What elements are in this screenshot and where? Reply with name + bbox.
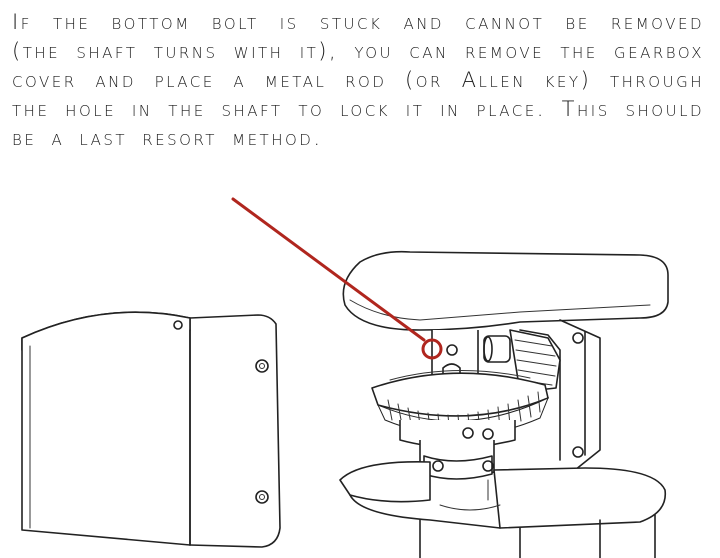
cover-screw-icon bbox=[255, 490, 269, 504]
collar-screw-icon bbox=[432, 460, 444, 472]
cover-screw-hole-icon bbox=[173, 320, 183, 330]
callout-ring-icon bbox=[421, 338, 443, 360]
collar-hub bbox=[399, 420, 516, 501]
upper-arm-housing bbox=[342, 250, 669, 331]
collar-screw-icon bbox=[482, 460, 494, 472]
gearbox-illustration bbox=[0, 185, 720, 558]
gearbox-drawing bbox=[21, 197, 669, 558]
callout-pointer bbox=[231, 197, 443, 360]
instruction-text: If the bottom bolt is stuck and cannot b… bbox=[12, 10, 704, 150]
lower-base bbox=[339, 461, 667, 558]
shaft-hole-icon bbox=[446, 344, 458, 356]
cover-screw-icon bbox=[255, 359, 269, 373]
gearbox-cover bbox=[21, 311, 281, 548]
